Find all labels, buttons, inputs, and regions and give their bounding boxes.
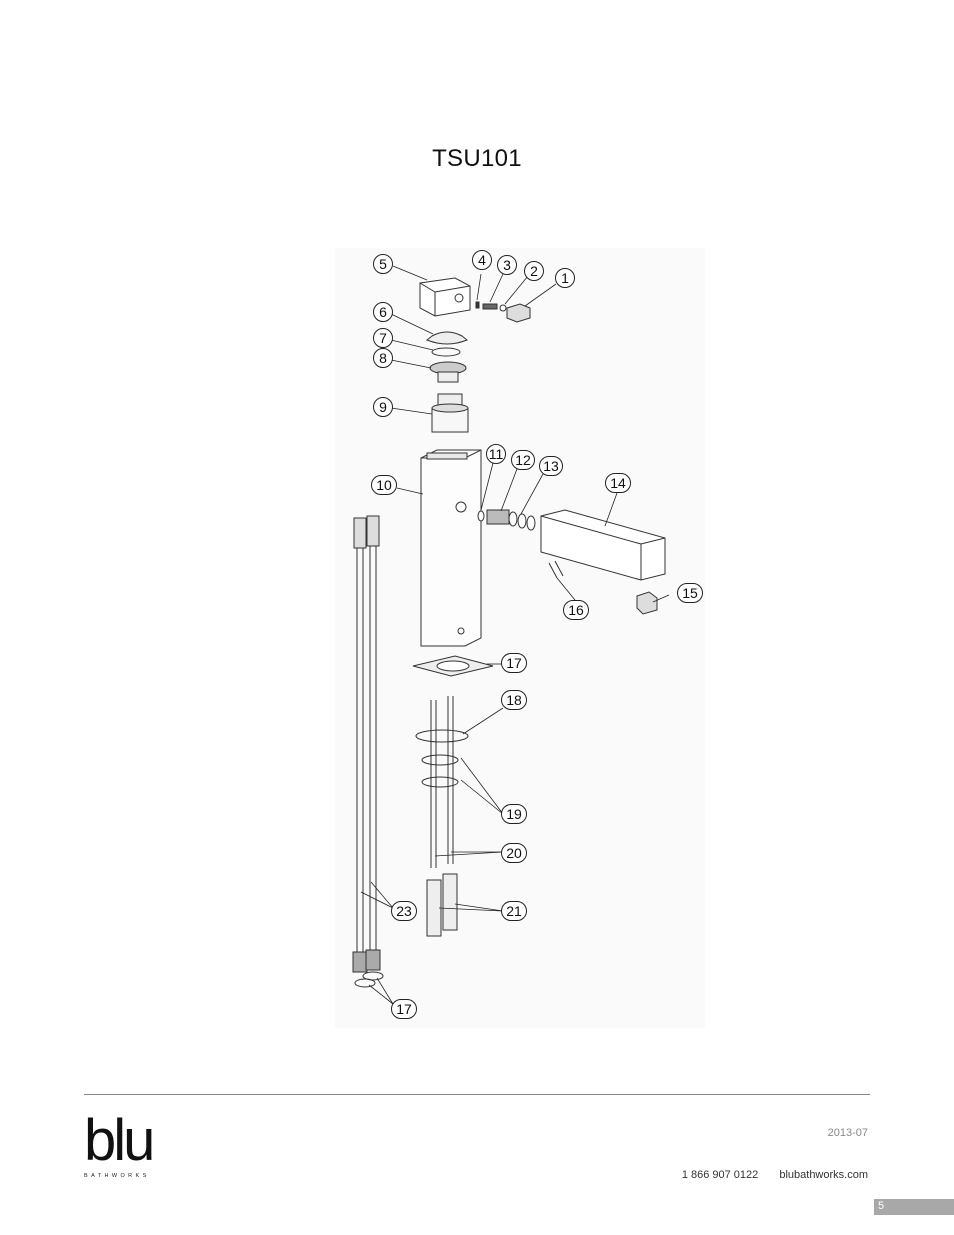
page-title: TSU101 [432,145,522,172]
callout-5: 5 [373,254,393,274]
blu-logo: blu BATHWORKS [84,1108,155,1180]
callout-7: 7 [373,328,393,348]
callout-8: 8 [373,348,393,368]
page-number: 5 [878,1200,885,1212]
callout-11: 11 [486,444,506,464]
callout-20: 20 [501,843,527,863]
callout-1: 1 [555,268,575,288]
callout-16: 16 [563,600,589,620]
callout-17-upper: 17 [501,653,527,673]
callout-19: 19 [501,804,527,824]
callout-10: 10 [371,475,397,495]
footer-divider [84,1094,870,1095]
callout-9: 9 [373,397,393,417]
callout-13: 13 [539,456,563,476]
exploded-parts-diagram: 5 4 3 2 1 6 7 8 9 10 11 12 13 14 15 16 1… [335,248,705,1028]
parts-drawing [352,265,670,1005]
logo-subtitle: BATHWORKS [84,1173,150,1179]
callout-21: 21 [501,901,527,921]
logo-wordmark: blu [84,1108,155,1173]
website-link[interactable]: blubathworks.com [779,1169,868,1181]
callout-17-lower: 17 [391,999,417,1019]
callout-4: 4 [472,250,492,270]
callout-18: 18 [501,690,527,710]
callout-14: 14 [605,473,631,493]
callout-3: 3 [497,255,517,275]
callout-15: 15 [677,583,703,603]
callout-23: 23 [391,901,417,921]
callout-2: 2 [524,261,544,281]
document-date: 2013-07 [827,1127,868,1139]
callout-12: 12 [511,450,535,470]
page-number-bar: 5 [874,1199,954,1215]
contact-info: 1 866 907 0122 blubathworks.com [664,1169,868,1181]
callout-6: 6 [373,302,393,322]
phone-number: 1 866 907 0122 [681,1169,759,1181]
